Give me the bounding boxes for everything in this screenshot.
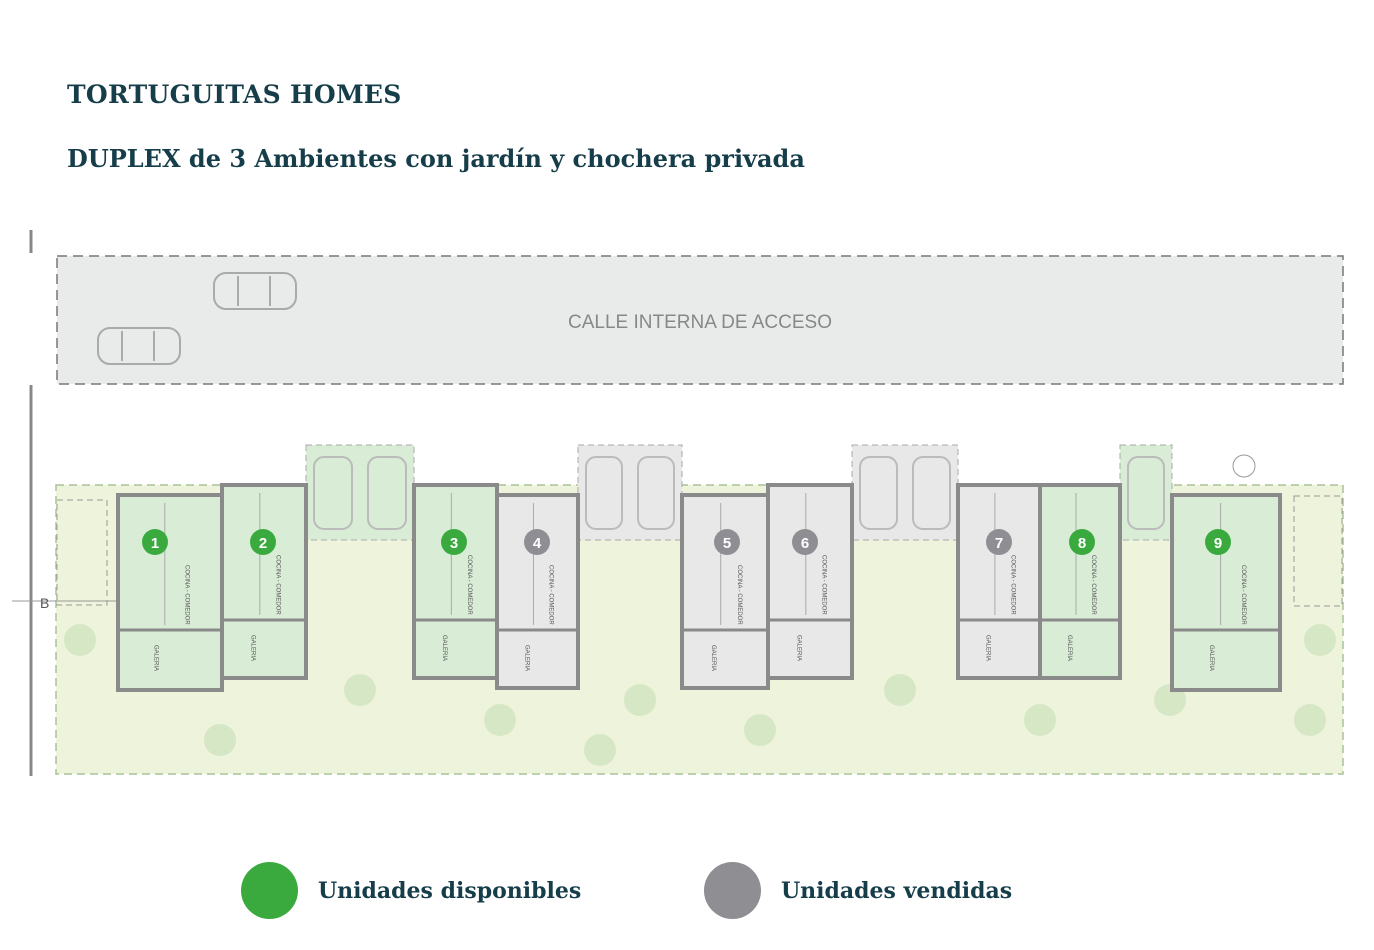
car-icon xyxy=(1127,456,1165,530)
unit-marker-1[interactable]: 1 xyxy=(142,529,168,555)
unit-status-dot xyxy=(792,529,818,555)
unit-9[interactable]: COCINA - COMEDOR GALERIA xyxy=(1170,493,1282,692)
room-label-kitchen: COCINA - COMEDOR xyxy=(548,565,554,625)
tree-icon xyxy=(624,684,656,716)
tree-icon xyxy=(64,624,96,656)
unit-status-dot xyxy=(142,529,168,555)
access-street xyxy=(56,255,1344,385)
tree-icon xyxy=(744,714,776,746)
unit-1[interactable]: COCINA - COMEDOR GALERIA xyxy=(116,493,224,692)
parking-bay xyxy=(305,444,415,541)
tree-icon xyxy=(484,704,516,736)
parking-bay xyxy=(851,444,959,541)
unit-number: 2 xyxy=(259,535,267,552)
legend-available: Unidades disponibles xyxy=(241,862,581,919)
tree-icon xyxy=(1304,624,1336,656)
unit-number: 6 xyxy=(801,535,809,552)
available-swatch xyxy=(241,862,298,919)
car-icon xyxy=(585,456,623,530)
unit-status-dot xyxy=(250,529,276,555)
unit-number: 9 xyxy=(1214,535,1222,552)
room-label-kitchen: COCINA - COMEDOR xyxy=(1090,555,1096,615)
unit-8[interactable]: COCINA - COMEDOR GALERIA xyxy=(1038,483,1122,680)
room-label-kitchen: COCINA - COMEDOR xyxy=(466,555,472,615)
room-label-gallery: GALERIA xyxy=(1066,635,1072,661)
project-title: TORTUGUITAS HOMES xyxy=(67,80,402,109)
parking-space xyxy=(56,499,108,606)
room-label-kitchen: COCINA - COMEDOR xyxy=(275,555,281,615)
room-label-gallery: GALERIA xyxy=(985,635,991,661)
car-icon xyxy=(637,456,675,530)
room-label-gallery: GALERIA xyxy=(441,635,447,661)
parking-space xyxy=(1293,495,1343,607)
unit-4[interactable]: COCINA - COMEDOR GALERIA xyxy=(495,493,580,690)
street-label: CALLE INTERNA DE ACCESO xyxy=(568,312,832,333)
tree-icon xyxy=(204,724,236,756)
room-label-kitchen: COCINA - COMEDOR xyxy=(821,555,827,615)
unit-marker-6[interactable]: 6 xyxy=(792,529,818,555)
unit-number: 8 xyxy=(1078,535,1086,552)
unit-marker-8[interactable]: 8 xyxy=(1069,529,1095,555)
room-label-gallery: GALERIA xyxy=(795,635,801,661)
room-label-kitchen: COCINA - COMEDOR xyxy=(1240,565,1246,625)
room-label-kitchen: COCINA - COMEDOR xyxy=(736,565,742,625)
car-icon xyxy=(213,272,297,310)
unit-marker-7[interactable]: 7 xyxy=(986,529,1012,555)
unit-status-dot xyxy=(986,529,1012,555)
sold-swatch xyxy=(704,862,761,919)
tree-icon xyxy=(584,734,616,766)
room-label-gallery: GALERIA xyxy=(1208,645,1214,671)
unit-status-dot xyxy=(714,529,740,555)
room-label-gallery: GALERIA xyxy=(710,645,716,671)
unit-number: 1 xyxy=(151,535,159,552)
tank-icon xyxy=(1232,454,1256,478)
room-label-gallery: GALERIA xyxy=(152,645,158,671)
unit-status-dot xyxy=(1069,529,1095,555)
unit-marker-3[interactable]: 3 xyxy=(441,529,467,555)
legend-sold-label: Unidades vendidas xyxy=(781,877,1013,904)
unit-3[interactable]: COCINA - COMEDOR GALERIA xyxy=(412,483,499,680)
room-label-kitchen: COCINA - COMEDOR xyxy=(184,565,190,625)
legend-sold: Unidades vendidas xyxy=(704,862,1012,919)
parking-bay xyxy=(577,444,683,541)
unit-2[interactable]: COCINA - COMEDOR GALERIA xyxy=(220,483,308,680)
tree-icon xyxy=(884,674,916,706)
car-icon xyxy=(313,456,353,530)
unit-number: 5 xyxy=(723,535,731,552)
tree-icon xyxy=(1294,704,1326,736)
car-icon xyxy=(912,456,951,530)
tree-icon xyxy=(344,674,376,706)
project-subtitle: DUPLEX de 3 Ambientes con jardín y choch… xyxy=(67,144,805,173)
room-label-gallery: GALERIA xyxy=(523,645,529,671)
unit-number: 3 xyxy=(450,535,458,552)
room-label-kitchen: COCINA - COMEDOR xyxy=(1009,555,1015,615)
unit-number: 4 xyxy=(533,535,542,552)
unit-status-dot xyxy=(441,529,467,555)
section-marker: B xyxy=(40,595,49,611)
car-icon xyxy=(367,456,407,530)
parking-bay xyxy=(1119,444,1173,541)
unit-marker-2[interactable]: 2 xyxy=(250,529,276,555)
unit-marker-5[interactable]: 5 xyxy=(714,529,740,555)
legend-available-label: Unidades disponibles xyxy=(318,877,582,904)
unit-status-dot xyxy=(524,529,550,555)
unit-status-dot xyxy=(1205,529,1231,555)
unit-6[interactable]: COCINA - COMEDOR GALERIA xyxy=(766,483,854,680)
car-icon xyxy=(97,327,181,365)
unit-marker-9[interactable]: 9 xyxy=(1205,529,1231,555)
car-icon xyxy=(859,456,898,530)
unit-5[interactable]: COCINA - COMEDOR GALERIA xyxy=(680,493,770,690)
unit-7[interactable]: COCINA - COMEDOR GALERIA xyxy=(956,483,1042,680)
unit-marker-4[interactable]: 4 xyxy=(524,529,550,555)
tree-icon xyxy=(1024,704,1056,736)
room-label-gallery: GALERIA xyxy=(249,635,255,661)
unit-number: 7 xyxy=(995,535,1003,552)
